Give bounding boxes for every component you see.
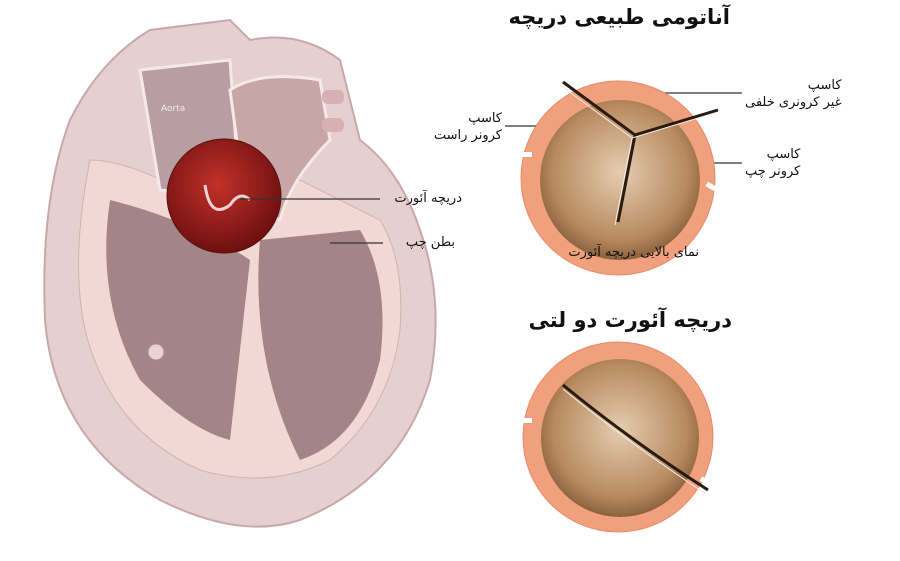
noncoronary-cusp-line2: غیر کرونری خلفی: [745, 95, 842, 110]
right-coronary-cusp-label: کاسپ کرونر راست: [434, 110, 502, 144]
normal-valve-title: آناتومی طبیعی دریچه: [508, 5, 730, 29]
noncoronary-cusp-label: کاسپ غیر کرونری خلفی: [745, 77, 842, 111]
tricuspid-valve: [518, 80, 721, 276]
left-cusp-line1: کاسپ: [766, 147, 801, 162]
right-cusp-line2: کرونر راست: [433, 128, 502, 143]
zoom-circle: [166, 138, 282, 254]
aorta-label: Aorta: [161, 104, 186, 114]
noncoronary-cusp-line1: کاسپ: [807, 78, 842, 93]
aortic-valve-label: دریچه آئورت: [394, 191, 462, 206]
left-ventricle-label: بطن چپ: [405, 235, 455, 250]
right-cusp-line1: کاسپ: [468, 111, 502, 126]
left-cusp-line2: کرونر چپ: [745, 164, 801, 179]
heart-cross-section: [43, 18, 437, 528]
valve-caption: نمای بالایی دریچه آئورت: [568, 245, 699, 260]
bicuspid-valve-title: دریچه آئورت دو لتی: [528, 308, 732, 332]
left-coronary-cusp-label: کاسپ کرونر چپ: [745, 146, 800, 180]
bicuspid-valve: [518, 341, 714, 533]
